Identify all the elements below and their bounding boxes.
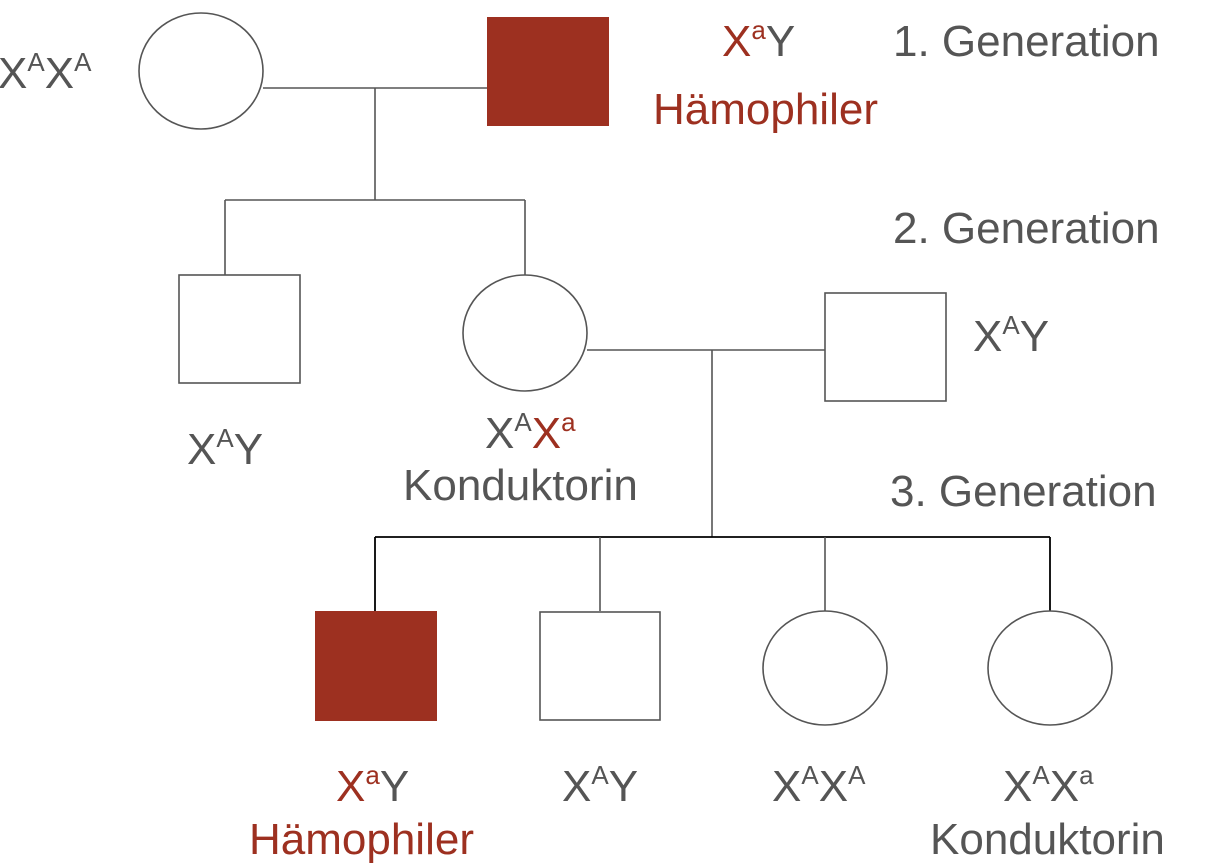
chromosome-y: Y — [766, 17, 795, 66]
g1-father-status: Hämophiler — [653, 85, 878, 134]
chromosome-x: X — [562, 762, 591, 811]
allele-recessive: a — [561, 407, 576, 437]
chromosome-x: X — [772, 762, 801, 811]
chromosome-x: X — [1003, 762, 1032, 811]
generation-2-label: 2. Generation — [893, 204, 1160, 253]
g2-husband-square — [824, 292, 947, 402]
allele-dominant: A — [514, 407, 532, 437]
chromosome-x: X — [187, 425, 216, 474]
chromosome-x: X — [819, 762, 848, 811]
g2-son-genotype: XAY — [187, 423, 263, 474]
g1-father-genotype: XaY — [722, 15, 795, 66]
allele-dominant: A — [216, 423, 234, 453]
g3-son-1-square-affected — [315, 611, 437, 721]
allele-recessive: a — [365, 760, 380, 790]
allele-dominant: A — [1032, 760, 1050, 790]
g3-son-2-square — [539, 611, 661, 721]
allele-recessive: a — [1079, 760, 1094, 790]
chromosome-y: Y — [380, 762, 409, 811]
allele-dominant: A — [74, 47, 92, 77]
g3-daughter-2-status: Konduktorin — [930, 815, 1165, 864]
allele-recessive: a — [751, 15, 766, 45]
chromosome-x: X — [0, 49, 27, 98]
g1-mother-genotype: XAXA — [0, 47, 92, 98]
chromosome-y: Y — [1020, 312, 1049, 361]
g1-father-square-affected — [487, 17, 609, 126]
g3-daughter-2-circle — [987, 610, 1113, 726]
g3-daughter-1-circle — [762, 610, 888, 726]
generation-3-label: 3. Generation — [890, 467, 1157, 516]
chromosome-x: X — [1050, 762, 1079, 811]
allele-dominant: A — [848, 760, 866, 790]
allele-dominant: A — [591, 760, 609, 790]
g2-daughter-genotype: XAXa — [485, 407, 576, 458]
chromosome-x: X — [722, 17, 751, 66]
g3-daughter-1-genotype: XAXA — [772, 760, 866, 811]
connection-lines — [224, 87, 1051, 611]
chromosome-x: X — [45, 49, 74, 98]
g3-son-2-genotype: XAY — [562, 760, 638, 811]
individual-symbols — [138, 12, 1113, 726]
g3-son-1-status: Hämophiler — [249, 815, 474, 864]
allele-dominant: A — [801, 760, 819, 790]
chromosome-x: X — [485, 409, 514, 458]
chromosome-y: Y — [609, 762, 638, 811]
g3-daughter-2-genotype: XAXa — [1003, 760, 1094, 811]
g2-daughter-circle — [462, 274, 588, 392]
generation-1-label: 1. Generation — [893, 17, 1160, 66]
g2-son-square — [178, 274, 301, 384]
chromosome-x: X — [973, 312, 1002, 361]
chromosome-y: Y — [234, 425, 263, 474]
allele-dominant: A — [27, 47, 45, 77]
g2-daughter-status: Konduktorin — [403, 461, 638, 510]
chromosome-x: X — [532, 409, 561, 458]
g3-son-1-genotype: XaY — [336, 760, 409, 811]
g2-husband-genotype: XAY — [973, 310, 1049, 361]
g1-mother-circle — [138, 12, 264, 130]
allele-dominant: A — [1002, 310, 1020, 340]
chromosome-x: X — [336, 762, 365, 811]
